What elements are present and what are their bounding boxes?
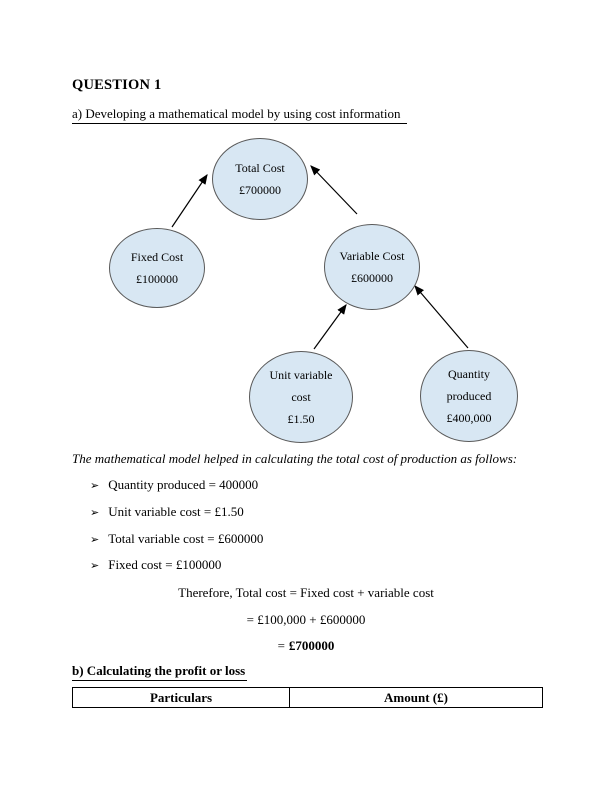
- bullet-item: ➢ Total variable cost = £600000: [90, 531, 263, 547]
- node-value: £1.50: [287, 412, 315, 426]
- section-a-heading: a) Developing a mathematical model by us…: [72, 106, 407, 124]
- node-value: £600000: [351, 271, 393, 285]
- section-a-heading-text: a) Developing a mathematical model by us…: [72, 106, 407, 124]
- calc-line-total-formula: Therefore, Total cost = Fixed cost + var…: [178, 585, 434, 600]
- arrow-bullet-icon: ➢: [90, 533, 100, 546]
- node-variable-cost: Variable Cost £600000: [324, 224, 420, 310]
- intro-paragraph: The mathematical model helped in calcula…: [72, 451, 518, 466]
- profit-loss-table: Particulars Amount (£): [72, 687, 543, 708]
- arrow-bullet-icon: ➢: [90, 559, 100, 572]
- total-cost-result: £700000: [288, 638, 335, 653]
- bullet-text: Quantity produced = 400000: [108, 477, 259, 492]
- calc-line-result: =£700000: [0, 638, 612, 654]
- arrow-fixed-to-total: [171, 174, 208, 228]
- bullet-text: Total variable cost = £600000: [108, 531, 264, 546]
- node-total-cost: Total Cost £700000: [212, 138, 308, 220]
- node-label: Unit variable cost: [269, 368, 333, 404]
- diagram-arrows: [171, 165, 469, 350]
- bullet-item: ➢ Fixed cost = £100000: [90, 557, 221, 573]
- calc-line-substitution: = £100,000 + £600000: [246, 612, 366, 627]
- node-label: Variable Cost: [339, 249, 405, 263]
- node-fixed-cost: Fixed Cost £100000: [109, 228, 205, 308]
- node-label: Total Cost: [235, 161, 285, 175]
- node-label: Fixed Cost: [130, 250, 184, 264]
- bullet-item: ➢ Quantity produced = 400000: [90, 477, 258, 493]
- arrow-bullet-icon: ➢: [90, 479, 100, 492]
- node-label: Quantity produced: [446, 367, 492, 403]
- table-header-row: Particulars Amount (£): [72, 687, 543, 708]
- arrow-variable-to-total: [310, 165, 358, 215]
- node-value: £100000: [136, 272, 178, 286]
- bullet-item: ➢ Unit variable cost = £1.50: [90, 504, 244, 520]
- bullet-text: Fixed cost = £100000: [108, 557, 222, 572]
- arrow-bullet-icon: ➢: [90, 506, 100, 519]
- node-unit-variable-cost: Unit variable cost £1.50: [249, 351, 353, 443]
- node-value: £400,000: [446, 411, 492, 425]
- node-value: £700000: [239, 183, 281, 197]
- table-header-amount: Amount (£): [289, 687, 543, 708]
- equals-sign: =: [277, 638, 285, 653]
- node-quantity-produced: Quantity produced £400,000: [420, 350, 518, 442]
- section-b-heading: b) Calculating the profit or loss: [72, 663, 248, 681]
- bullet-text: Unit variable cost = £1.50: [108, 504, 244, 519]
- table-header-particulars: Particulars: [72, 687, 290, 708]
- page-title: QUESTION 1: [72, 77, 162, 93]
- arrow-quantity-to-variable: [414, 285, 469, 349]
- arrow-unit-to-variable: [313, 304, 347, 350]
- section-b-heading-text: b) Calculating the profit or loss: [72, 663, 248, 681]
